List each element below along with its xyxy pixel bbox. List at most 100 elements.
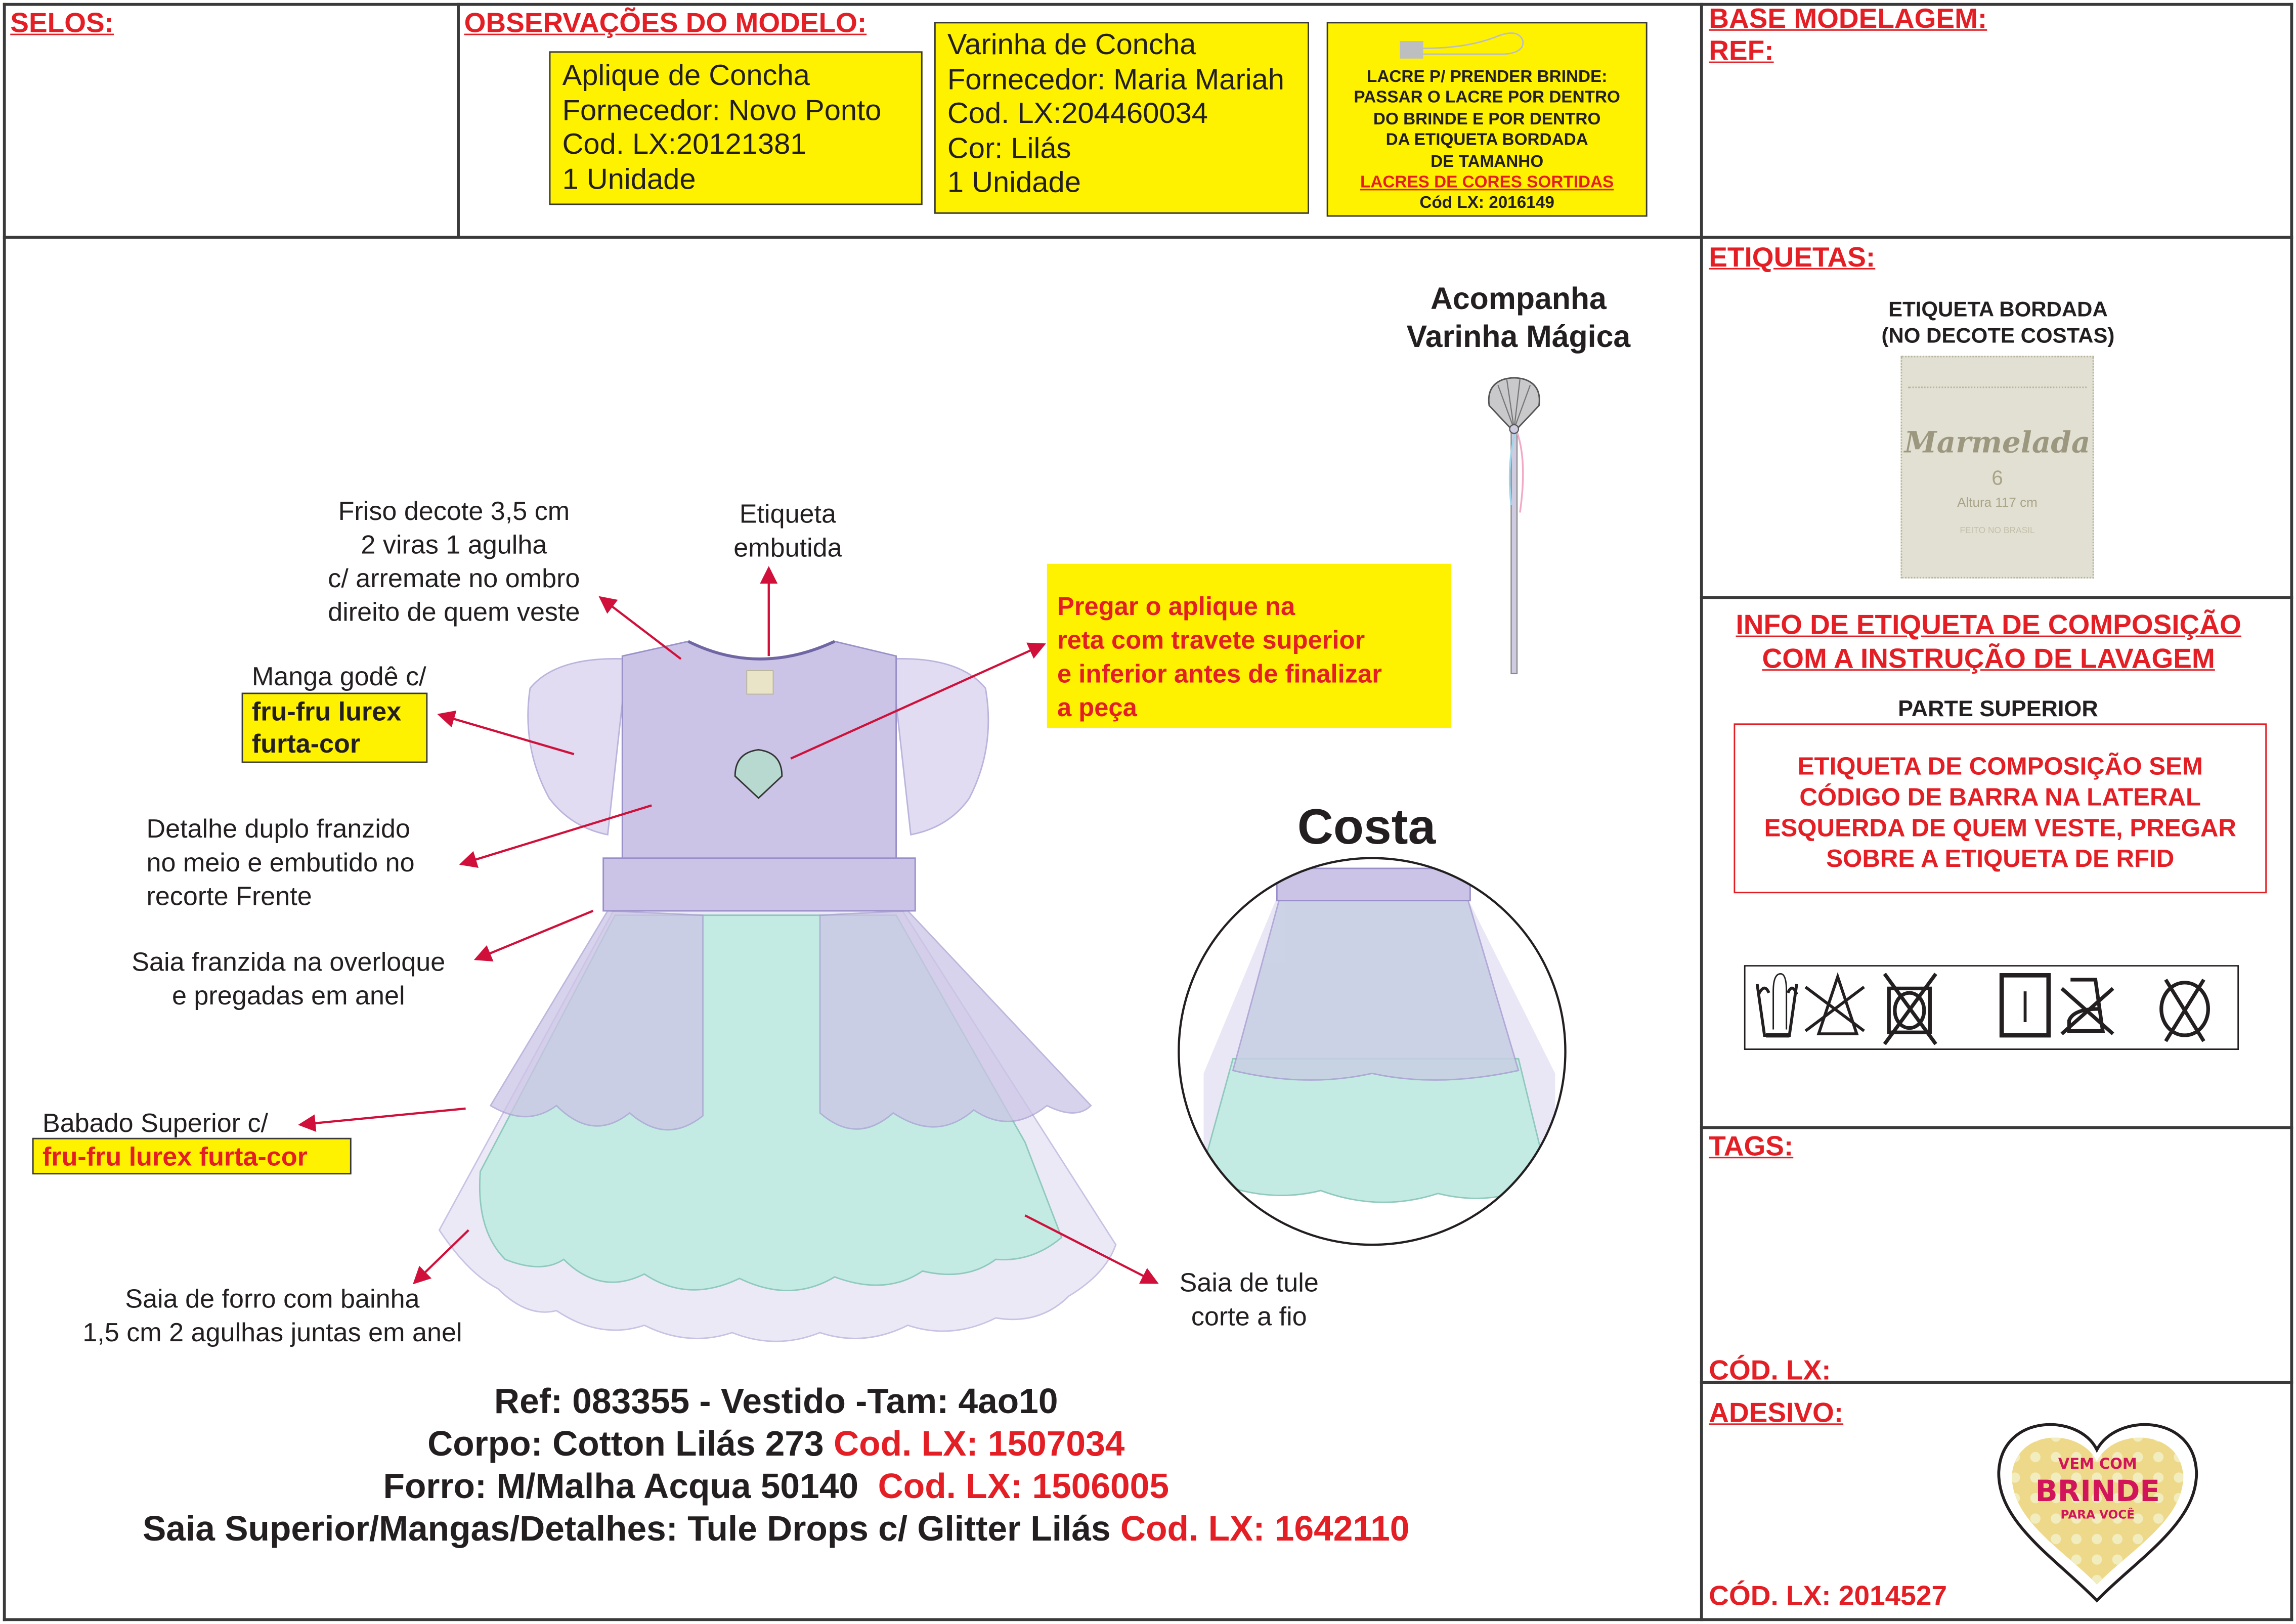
- annotation-detalhe: Detalhe duplo franzido no meio e embutid…: [146, 813, 414, 914]
- label-made-in: FEITO NO BRASIL: [1960, 527, 2035, 536]
- code-label: CÓD. LX:: [1709, 1582, 1831, 1612]
- annotation-manga-highlight: fru-fru lurex furta-cor: [241, 692, 428, 763]
- anno-line: fru-fru lurex: [251, 697, 402, 727]
- applique-instruction: Pregar o aplique na reta com travete sup…: [1047, 563, 1451, 728]
- note-line: 1 Unidade: [562, 163, 696, 196]
- annotation-arrows: [298, 566, 1159, 1285]
- base-modelagem-label: BASE MODELAGEM:: [1709, 4, 1987, 35]
- anno-line: no meio e embutido no: [146, 848, 415, 877]
- tags-label: TAGS:: [1709, 1132, 1794, 1163]
- wand-caption: Acompanha Varinha Mágica: [1372, 281, 1665, 358]
- anno-line: direito de quem veste: [328, 597, 580, 627]
- note-code: Cód LX: 2016149: [1419, 195, 1554, 213]
- title-line: COM A INSTRUÇÃO DE LAVAGEM: [1762, 644, 2215, 675]
- code-value: 2014527: [1838, 1582, 1947, 1612]
- arrow-detalhe: [459, 804, 652, 868]
- spec-corpo: Corpo: Cotton Lilás 273 Cod. LX: 1507034: [0, 1423, 1552, 1466]
- sticker-line: PARA VOCÊ: [2060, 1508, 2135, 1522]
- note-line: reta com travete superior: [1057, 625, 1365, 655]
- arrow-manga: [437, 710, 575, 756]
- annotation-friso: Friso decote 3,5 cm 2 viras 1 agulha c/ …: [278, 495, 630, 630]
- tags-code-label: CÓD. LX:: [1709, 1356, 1831, 1387]
- note-line: SOBRE A ETIQUETA DE RFID: [1826, 845, 2175, 873]
- frame-bottom: [3, 1618, 2293, 1621]
- arrow-saia-tule: [1024, 1214, 1159, 1284]
- sticker-line: BRINDE: [2035, 1473, 2160, 1509]
- divider-adesivo: [1700, 1381, 2293, 1384]
- anno-line: Saia franzida na overloque: [132, 947, 446, 977]
- etiquetas-label: ETIQUETAS:: [1709, 243, 1876, 274]
- note-line: LACRE P/ PRENDER BRINDE:: [1366, 69, 1608, 86]
- divider-header: [3, 236, 2293, 239]
- annotation-saia-tule: Saia de tule corte a fio: [1147, 1267, 1352, 1334]
- composition-note-box: ETIQUETA DE COMPOSIÇÃO SEM CÓDIGO DE BAR…: [1734, 723, 2267, 894]
- divider-right-column: [1700, 3, 1703, 1621]
- note-applique: Aplique de Concha Fornecedor: Novo Ponto…: [549, 51, 923, 205]
- etiqueta-bordada-title: ETIQUETA BORDADA (NO DECOTE COSTAS): [1703, 297, 2293, 350]
- divider-etiquetas: [1700, 596, 2293, 599]
- anno-line: Etiqueta: [739, 499, 837, 529]
- note-line: Fornecedor: Maria Mariah: [947, 63, 1285, 96]
- annotation-babado: Babado Superior c/: [42, 1108, 269, 1138]
- adesivo-label: ADESIVO:: [1709, 1398, 1844, 1429]
- hand-wash-icon: [1755, 973, 1798, 1038]
- spec-forro: Forro: M/Malha Acqua 50140 Cod. LX: 1506…: [0, 1466, 1552, 1508]
- selos-label: SELOS:: [10, 9, 114, 40]
- note-line: a peça: [1057, 692, 1137, 722]
- anno-line: Detalhe duplo franzido: [146, 814, 410, 844]
- note-line: CÓDIGO DE BARRA NA LATERAL: [1799, 783, 2201, 812]
- neckline: [687, 640, 836, 661]
- annotation-manga: Manga godê c/: [251, 662, 426, 691]
- note-line: DA ETIQUETA BORDADA: [1385, 132, 1588, 150]
- frame-right: [2290, 3, 2293, 1621]
- frame-left: [3, 3, 6, 1621]
- ref-label: REF:: [1709, 36, 1774, 68]
- anno-line: Friso decote 3,5 cm: [338, 496, 570, 526]
- note-line: Cor: Lilás: [947, 133, 1071, 165]
- heart-icon: [1997, 1423, 2198, 1603]
- title-line: (NO DECOTE COSTAS): [1881, 325, 2115, 349]
- no-tumble-dry-icon: [1883, 973, 1937, 1045]
- note-highlight: LACRES DE CORES SORTIDAS: [1360, 174, 1614, 192]
- magic-wand-icon: [1488, 377, 1540, 675]
- anno-line: 1,5 cm 2 agulhas juntas em anel: [82, 1318, 462, 1347]
- divider-tags: [1700, 1126, 2293, 1129]
- dress-back-detail: [1178, 857, 1567, 1246]
- spec-text: Corpo: Cotton Lilás 273: [427, 1425, 834, 1465]
- title-line: ETIQUETA BORDADA: [1888, 298, 2108, 322]
- arrow-friso: [598, 596, 682, 660]
- anno-line: e pregadas em anel: [171, 981, 405, 1011]
- spec-saia: Saia Superior/Mangas/Detalhes: Tule Drop…: [0, 1508, 1552, 1551]
- label-height: Altura 117 cm: [1957, 495, 2038, 510]
- anno-line: c/ arremate no ombro: [328, 563, 580, 593]
- spec-text: Ref: 083355 - Vestido -Tam: 4ao10: [494, 1382, 1058, 1422]
- note-line: 1 Unidade: [947, 167, 1081, 199]
- adesivo-code: CÓD. LX: 2014527: [1709, 1582, 1947, 1614]
- anno-line: furta-cor: [251, 729, 361, 759]
- neck-label: [746, 670, 774, 695]
- dress-front-drawing: [438, 640, 1117, 1342]
- spec-ref: Ref: 083355 - Vestido -Tam: 4ao10: [0, 1381, 1552, 1423]
- waistband: [602, 857, 916, 912]
- note-line: PASSAR O LACRE POR DENTRO: [1354, 90, 1620, 108]
- divider-selos: [457, 3, 460, 238]
- upper-tulle-layer: [489, 910, 1092, 1131]
- anno-line: 2 viras 1 agulha: [361, 530, 547, 560]
- no-dry-clean-icon: [2159, 979, 2210, 1042]
- arrow-babado: [298, 1107, 466, 1132]
- spec-text: Saia Superior/Mangas/Detalhes: Tule Drop…: [142, 1510, 1120, 1550]
- note-line: e inferior antes de finalizar: [1057, 659, 1382, 688]
- arrow-saia-franzida: [473, 909, 594, 961]
- note-line: ETIQUETA DE COMPOSIÇÃO SEM: [1797, 753, 2203, 781]
- costa-label: Costa: [1297, 799, 1436, 855]
- label-brand: Marmelada: [1904, 424, 2091, 460]
- anno-line: Saia de tule: [1179, 1268, 1319, 1298]
- no-iron-icon: [2060, 978, 2114, 1035]
- spec-code: Cod. LX: 1642110: [1120, 1510, 1410, 1550]
- annotation-saia-forro: Saia de forro com bainha 1,5 cm 2 agulha…: [38, 1283, 506, 1350]
- note-line: Cod. LX:204460034: [947, 98, 1208, 130]
- frame-top: [3, 3, 2293, 6]
- spec-code: Cod. LX: 1506005: [878, 1467, 1169, 1507]
- note-line: ESQUERDA DE QUEM VESTE, PREGAR: [1764, 814, 2236, 842]
- anno-line: embutida: [733, 533, 842, 562]
